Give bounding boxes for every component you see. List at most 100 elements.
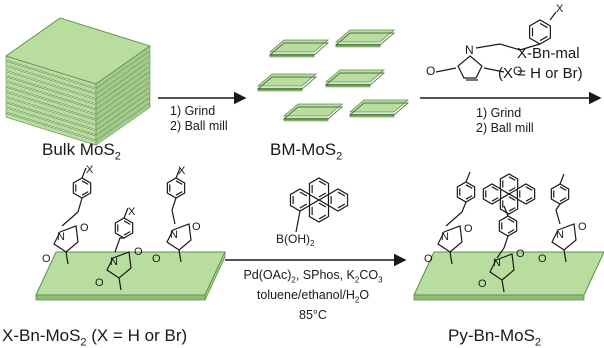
- atom-o-right-2b: O: [478, 278, 487, 290]
- right-pyrene-a-double: [491, 197, 499, 202]
- atom-o-left-1a: O: [80, 222, 89, 234]
- right-mol-3-succ: [551, 223, 577, 251]
- atom-labels: O O N X N O O X N O O X N O O X B(OH)2 N…: [42, 3, 587, 290]
- step1-line2: 2) Ball mill: [170, 119, 228, 133]
- right-pyrene-d: [499, 193, 519, 215]
- atom-o-left-2a: O: [134, 246, 143, 258]
- left-mol-3-methyl: [178, 249, 182, 263]
- bulk-layer-side: [95, 81, 151, 125]
- label-py-bn-mos2: Py-Bn-MoS2: [448, 326, 542, 348]
- left-mol-2-ring-double: [123, 231, 131, 236]
- right-mol-2-methyl: [501, 279, 505, 293]
- atom-n-left-2: N: [110, 256, 118, 268]
- bm-flake-edge: [283, 117, 329, 122]
- bulk-layer-side: [95, 61, 151, 105]
- pyrene-ring-b-double: [318, 180, 327, 186]
- left-mol-3-succ: [166, 223, 192, 251]
- right-mol-1-methyl: [449, 251, 453, 265]
- atom-o-left-3a: O: [192, 221, 201, 233]
- step2-line2: 2) Ball mill: [476, 121, 534, 135]
- atom-n-right-2: N: [493, 257, 501, 269]
- right-mol-3-methyl: [563, 249, 567, 263]
- bm-flake-edge: [349, 113, 395, 118]
- atom-o-right-2a: O: [516, 248, 525, 260]
- left-mol-1-ring-double: [81, 180, 89, 185]
- ball-milled-mos2-flakes: [256, 29, 410, 122]
- atom-n-left-3: N: [170, 229, 178, 241]
- bm-flake-stripe: [283, 106, 343, 120]
- atom-n-right-3: N: [556, 229, 564, 241]
- benzene-ring-mal-double: [539, 22, 548, 29]
- right-mol-1-succ: [437, 225, 463, 253]
- atom-n-left-1: N: [57, 231, 65, 243]
- bulk-top-face: [4, 17, 152, 85]
- reagent-mal-condition: (X = H or Br): [498, 65, 583, 82]
- atom-o-right-1b: O: [424, 253, 433, 265]
- suzuki-temperature: 85°C: [299, 308, 327, 322]
- atom-x-left-3: X: [178, 165, 186, 177]
- suzuki-solvent: toluene/ethanol/H2O: [256, 288, 370, 305]
- atom-o-left-3b: O: [152, 253, 161, 265]
- bm-flake-edge: [335, 43, 381, 48]
- left-mol-2-bond-x: [123, 207, 129, 219]
- atom-o-mal-left: O: [426, 64, 435, 78]
- atom-x-left-2: X: [128, 206, 136, 218]
- benzene-ring-mal-double: [539, 35, 548, 42]
- pyrene-ring-a-double: [299, 203, 308, 209]
- bm-flake-edge: [325, 83, 371, 88]
- bulk-layer-side: [95, 87, 151, 131]
- boronic-acid-label: B(OH)2: [276, 232, 315, 248]
- pyrene-ring-c-double: [337, 203, 346, 209]
- atom-o-right-3a: O: [578, 221, 587, 233]
- left-mol-1-chain: [61, 197, 83, 227]
- right-mol-3-ring-double: [559, 197, 567, 202]
- right-pyrene-b-double: [508, 187, 516, 192]
- right-mol-2-succ: [489, 253, 515, 281]
- left-mol-3-chain: [171, 197, 177, 225]
- bond-ring-x: [549, 11, 557, 21]
- pyrene-ring-c: [327, 188, 349, 212]
- left-mol-1-methyl: [65, 251, 69, 265]
- right-pyrene-d-double: [508, 207, 516, 212]
- left-mol-3-ring-double: [175, 180, 183, 185]
- left-mol-3-ring-double: [175, 191, 183, 196]
- bulk-layer-side: [95, 97, 151, 141]
- label-bm-mos2: BM-MoS2: [270, 140, 343, 163]
- suzuki-catalyst: Pd(OAc)2, SPhos, K2CO3: [243, 268, 383, 285]
- right-mol-3-bond-x: [559, 173, 565, 185]
- bulk-layer-side: [95, 71, 151, 115]
- xbn-mos2-sheet: [35, 251, 226, 301]
- right-mol-1-ring-double: [465, 184, 473, 189]
- reagent-mal-label: X-Bn-mal (X = H or Br): [498, 44, 583, 84]
- step1-line1: 1) Grind: [170, 104, 216, 118]
- right-mol-1-chain: [445, 201, 467, 227]
- right-mol-3-ring-double: [559, 186, 567, 191]
- right-pyrene-c-double: [525, 186, 533, 191]
- label-bulk-mos2: Bulk MoS2: [42, 140, 121, 163]
- atom-o-left-1b: O: [42, 253, 51, 265]
- bulk-layer-side: [95, 76, 151, 120]
- bulk-layer-side: [95, 102, 151, 146]
- pyrene-ring-d-double: [318, 214, 327, 220]
- atom-o-mal-right: O: [513, 64, 522, 78]
- reagent-mal-name: X-Bn-mal: [517, 45, 580, 62]
- bulk-mos2-stack: [4, 17, 152, 146]
- maleimide-ring: [457, 55, 483, 79]
- bm-flake-stripe: [325, 72, 385, 86]
- pyrene-ring-b-double: [318, 192, 327, 198]
- step2-line1: 1) Grind: [476, 106, 522, 120]
- right-mol-2-ring-double: [507, 229, 515, 234]
- atom-o-right-3b: O: [538, 253, 547, 265]
- bulk-layer-side: [95, 55, 151, 99]
- step2-conditions: 1) Grind 2) Ball mill: [476, 106, 534, 136]
- bond-pyrene-boron: [295, 210, 301, 233]
- right-mol-2-ring-double: [507, 218, 515, 223]
- suzuki-conditions: Pd(OAc)2, SPhos, K2CO3 toluene/ethanol/H…: [227, 268, 399, 324]
- left-mol-3-bond-x: [175, 167, 181, 179]
- atom-n-mal: N: [465, 43, 474, 57]
- label-xbn-mos2: X-Bn-MoS2 (X = H or Br): [2, 326, 188, 348]
- bm-flake-edge: [269, 53, 315, 58]
- bond-co-left: [435, 67, 457, 73]
- left-mol-2-ring-double: [123, 220, 131, 225]
